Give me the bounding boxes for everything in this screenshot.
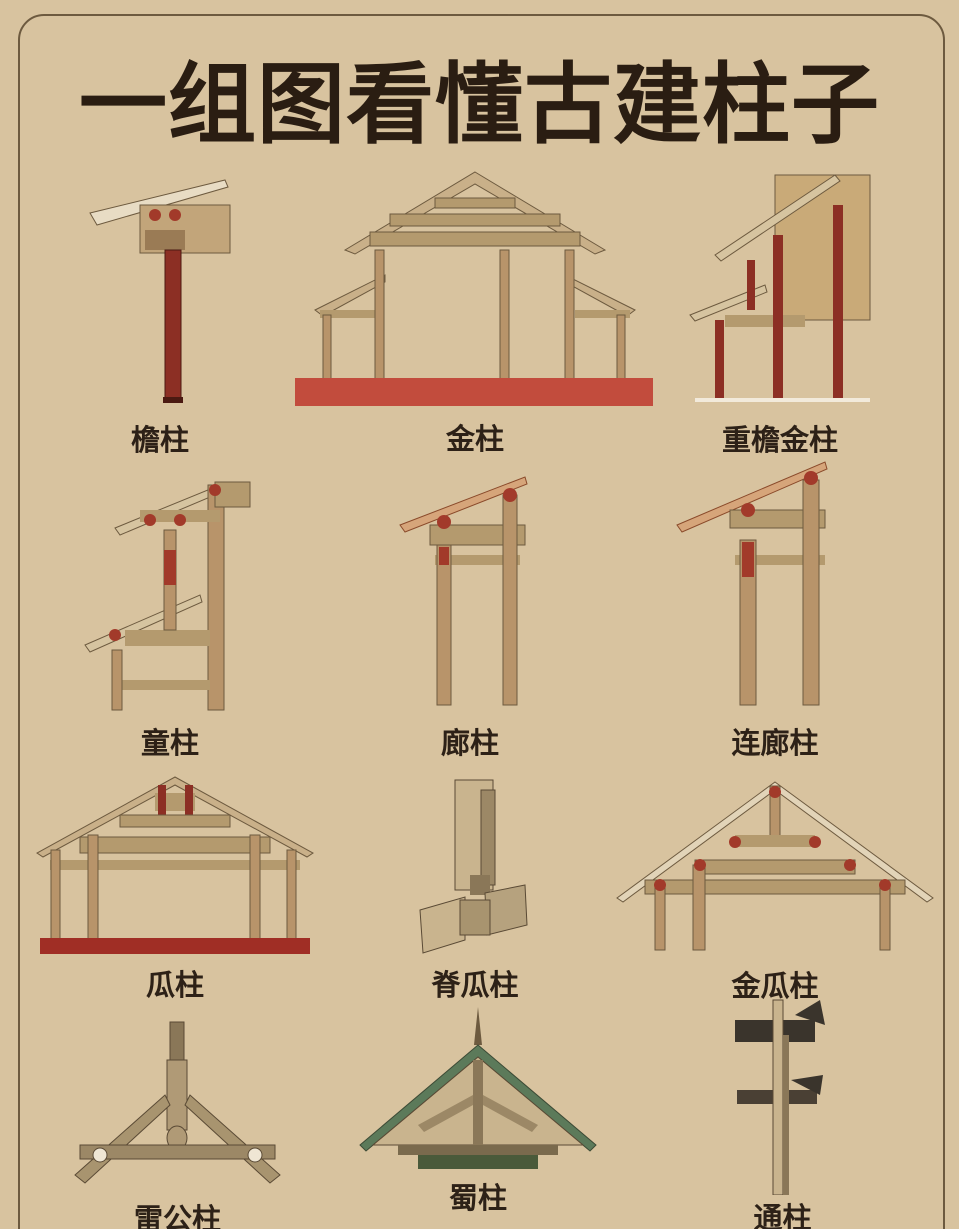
label-child-pillar: 童柱 (140, 726, 199, 760)
label-double-eave-gold-pillar: 重檐金柱 (721, 423, 838, 457)
page-title: 一组图看懂古建柱子 (78, 52, 880, 156)
illustration-through-pillar: 通柱 (725, 995, 840, 1229)
illustration-ridge-melon-pillar: 脊瓜柱 (415, 775, 535, 1002)
label-ridge-melon-pillar: 脊瓜柱 (431, 968, 519, 1002)
illustration-eave-pillar: 檐柱 (85, 175, 235, 457)
label-gold-melon-pillar: 金瓜柱 (731, 969, 819, 1003)
illustration-double-eave-gold-pillar: 重檐金柱 (685, 165, 875, 457)
label-gold-pillar: 金柱 (445, 422, 504, 456)
illustration-connected-corridor-pillar: 连廊柱 (675, 460, 875, 760)
illustration-child-pillar: 童柱 (80, 480, 260, 760)
illustration-gold-pillar: 金柱 (295, 170, 655, 456)
decorative-frame (18, 14, 945, 1229)
label-eave-pillar: 檐柱 (130, 423, 189, 457)
illustration-corridor-pillar: 廊柱 (395, 475, 545, 760)
label-corridor-pillar: 廊柱 (440, 726, 499, 760)
illustration-gold-melon-pillar: 金瓜柱 (615, 780, 935, 1003)
illustration-melon-pillar: 瓜柱 (35, 775, 315, 1002)
illustration-thunder-pillar: 雷公柱 (70, 1020, 285, 1229)
label-connected-corridor-pillar: 连廊柱 (731, 726, 819, 760)
label-through-pillar: 通柱 (753, 1201, 812, 1229)
label-thunder-pillar: 雷公柱 (133, 1202, 221, 1229)
label-shu-pillar: 蜀柱 (448, 1181, 507, 1215)
label-melon-pillar: 瓜柱 (145, 968, 204, 1002)
illustration-shu-pillar: 蜀柱 (358, 1005, 598, 1215)
